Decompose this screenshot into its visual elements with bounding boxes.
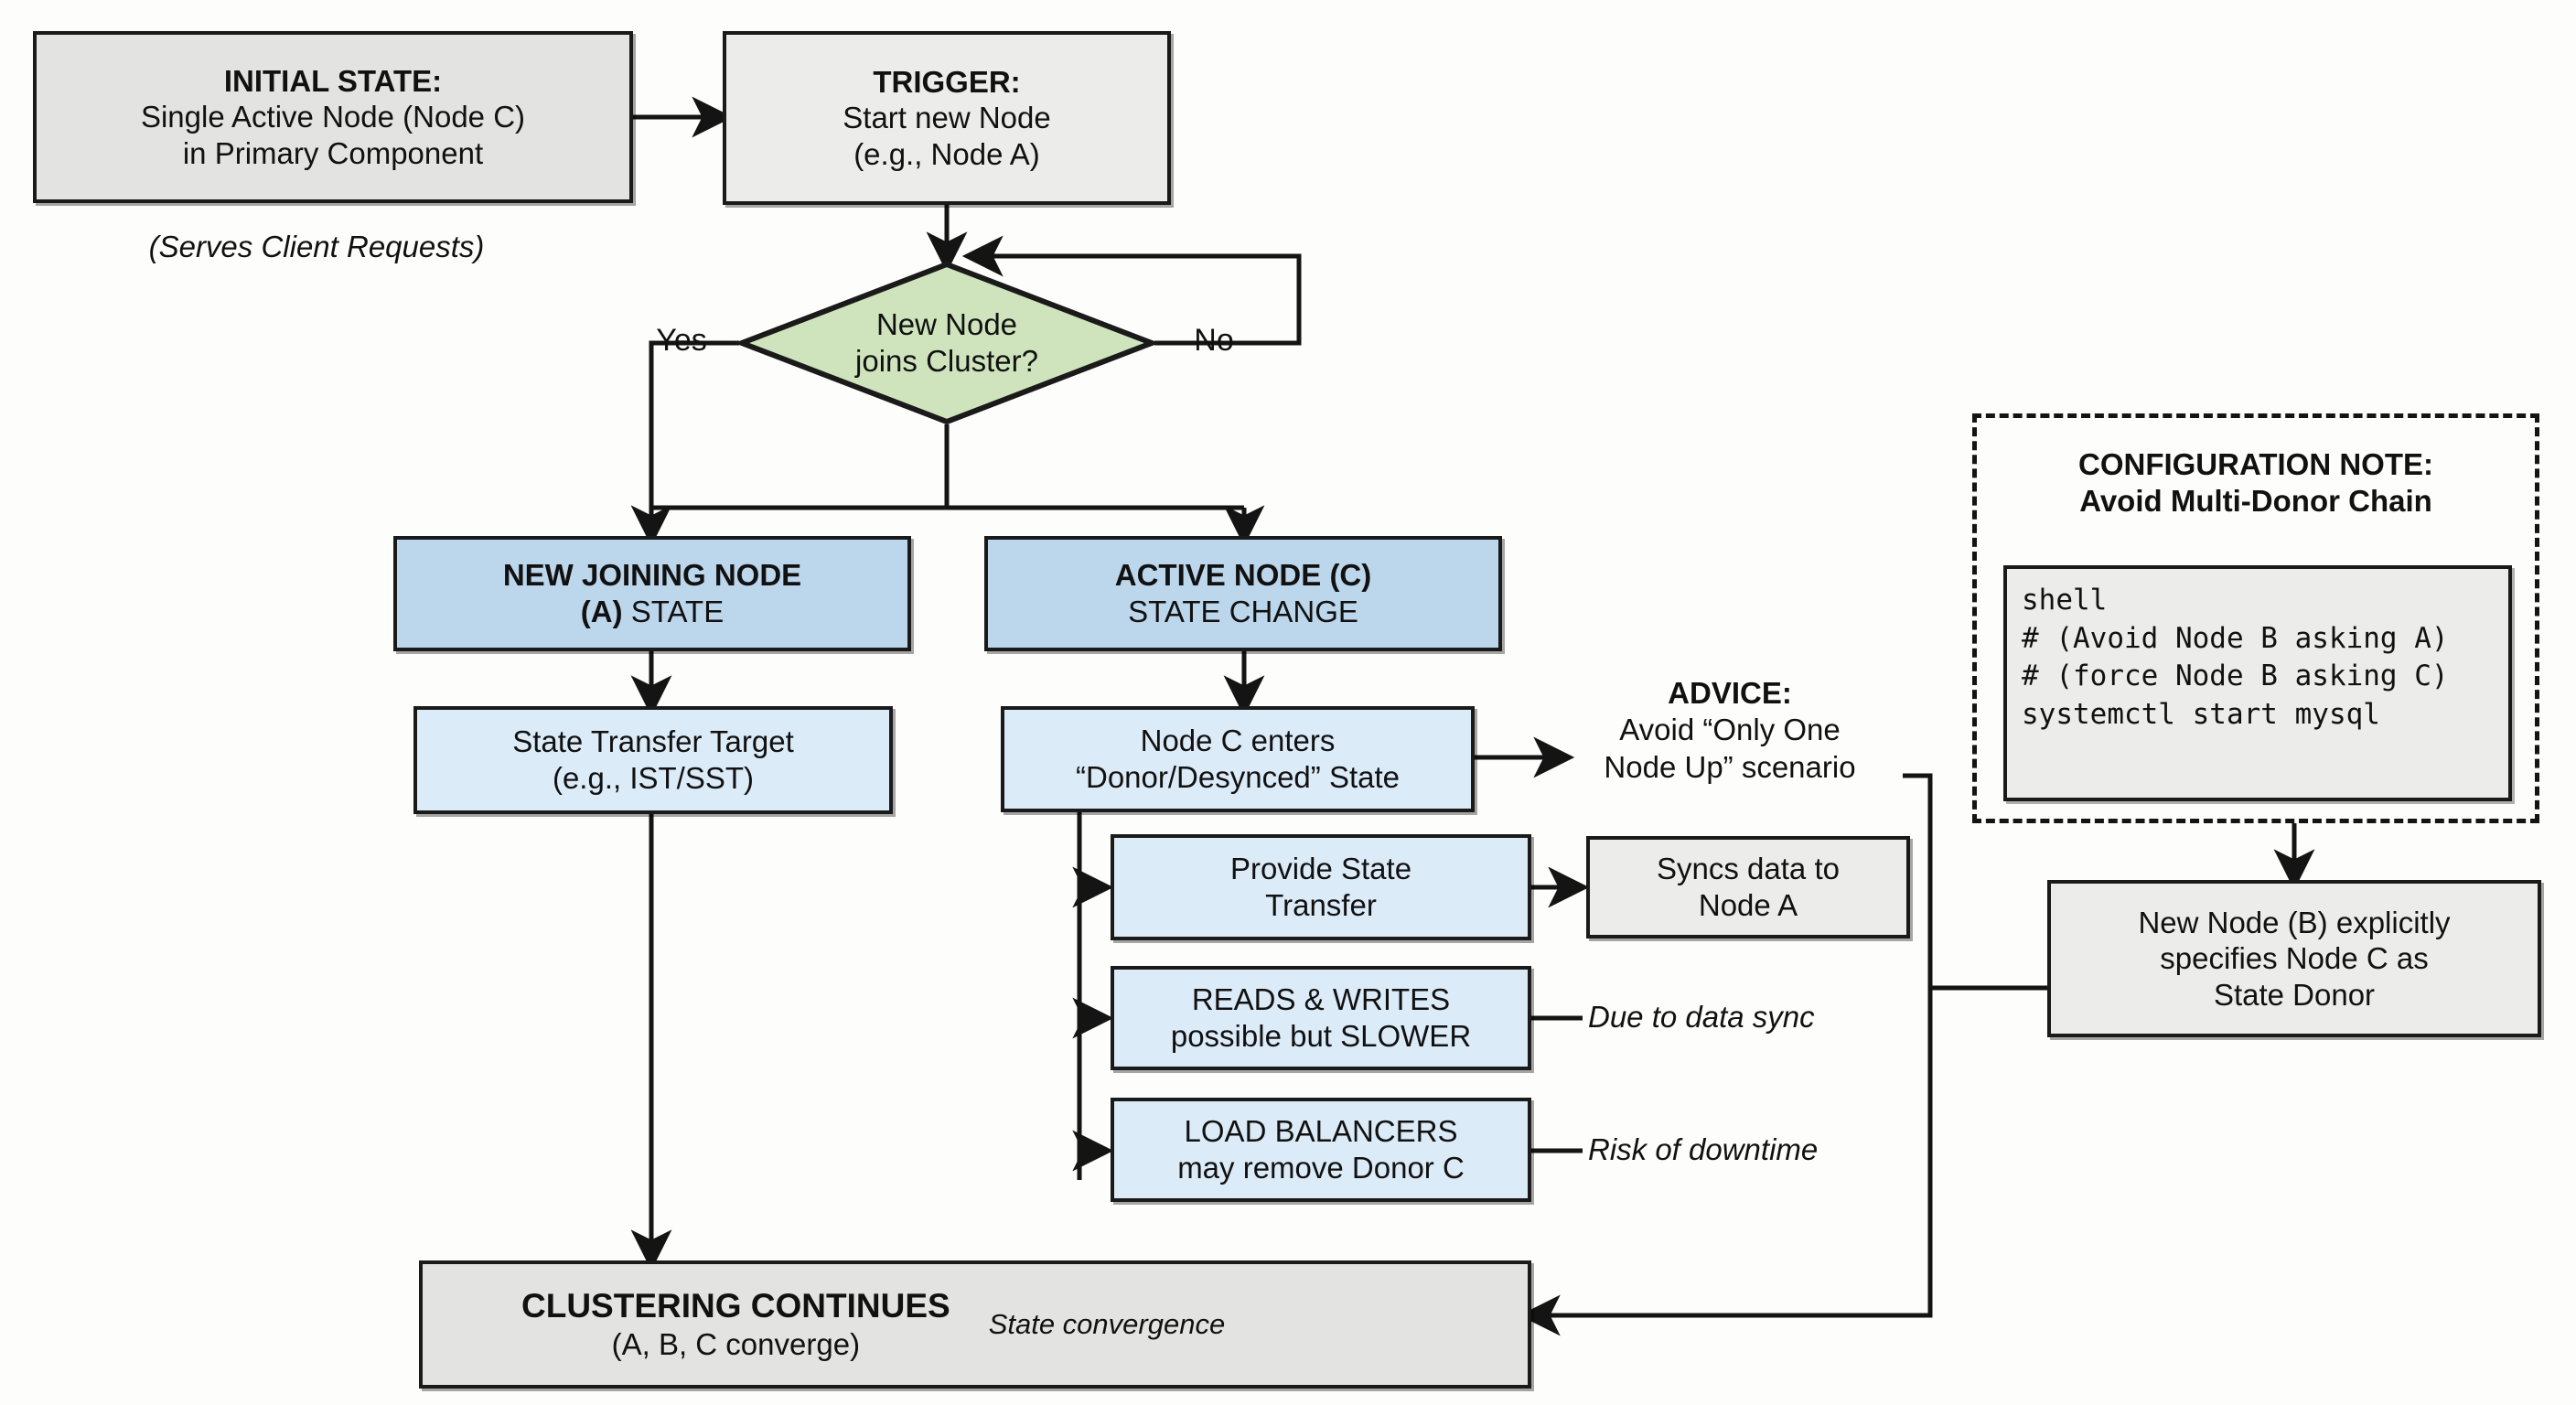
syncs-data-line1: Syncs data to bbox=[1657, 852, 1840, 886]
advice-line2: Avoid “Only One bbox=[1619, 713, 1841, 747]
node-decision-new-node-joins[interactable]: New Node joins Cluster? bbox=[734, 261, 1160, 425]
node-new-joining-node[interactable]: NEW JOINING NODE (A) STATE bbox=[393, 536, 911, 651]
note-risk-of-downtime: Risk of downtime bbox=[1588, 1132, 1819, 1166]
trigger-line2: Start new Node bbox=[843, 101, 1051, 135]
node-new-node-b[interactable]: New Node (B) explicitly specifies Node C… bbox=[2047, 880, 2541, 1037]
reads-writes-line2: possible but SLOWER bbox=[1170, 1019, 1472, 1053]
state-transfer-target-line1: State Transfer Target bbox=[512, 724, 794, 759]
initial-state-line3: in Primary Component bbox=[182, 135, 484, 170]
new-joining-node-line1: NEW JOINING NODE bbox=[502, 558, 802, 593]
decision-line1: New Node bbox=[875, 306, 1018, 341]
serves-client-requests-caption: (Serves Client Requests) bbox=[148, 230, 485, 263]
node-donor-desynced[interactable]: Node C enters “Donor/Desynced” State bbox=[1001, 706, 1475, 812]
syncs-data-line2: Node A bbox=[1698, 888, 1798, 922]
new-node-b-line1: New Node (B) explicitly bbox=[2138, 905, 2451, 939]
advice-title: ADVICE: bbox=[1668, 676, 1792, 710]
clustering-continues-line1: CLUSTERING CONTINUES bbox=[521, 1287, 950, 1325]
advice-line3: Node Up” scenario bbox=[1604, 749, 1856, 784]
load-balancers-line2: may remove Donor C bbox=[1177, 1151, 1465, 1185]
new-node-b-line3: State Donor bbox=[2213, 977, 2376, 1012]
label-no: No bbox=[1194, 323, 1234, 358]
initial-state-title: INITIAL STATE: bbox=[223, 63, 443, 98]
node-clustering-continues[interactable]: CLUSTERING CONTINUES (A, B, C converge) … bbox=[419, 1260, 1531, 1389]
label-yes: Yes bbox=[656, 323, 707, 358]
trigger-title: TRIGGER: bbox=[873, 64, 1021, 99]
donor-desynced-line2: “Donor/Desynced” State bbox=[1076, 760, 1400, 794]
reads-writes-line1: READS & WRITES bbox=[1191, 982, 1451, 1017]
new-joining-node-line2-bold: (A) bbox=[580, 595, 623, 628]
donor-desynced-line1: Node C enters bbox=[1140, 724, 1336, 758]
new-node-b-line2: specifies Node C as bbox=[2160, 941, 2429, 976]
active-node-line1: ACTIVE NODE (C) bbox=[1114, 558, 1372, 593]
node-active-node-c[interactable]: ACTIVE NODE (C) STATE CHANGE bbox=[984, 536, 1502, 651]
edge-yes-down bbox=[649, 340, 739, 526]
config-note-line1: CONFIGURATION NOTE: bbox=[2077, 447, 2434, 481]
node-reads-writes[interactable]: READS & WRITES possible but SLOWER bbox=[1111, 966, 1531, 1070]
decision-line2: joins Cluster? bbox=[855, 344, 1038, 378]
node-initial-state[interactable]: INITIAL STATE: Single Active Node (Node … bbox=[33, 31, 633, 203]
new-joining-node-line2: (A) STATE bbox=[581, 594, 724, 630]
config-note-line2: Avoid Multi-Donor Chain bbox=[2079, 484, 2432, 519]
new-joining-node-line2-rest: STATE bbox=[622, 595, 724, 628]
node-trigger[interactable]: TRIGGER: Start new Node (e.g., Node A) bbox=[723, 31, 1171, 205]
note-due-to-data-sync: Due to data sync bbox=[1588, 1000, 1815, 1034]
provide-state-transfer-line1: Provide State bbox=[1229, 852, 1412, 886]
provide-state-transfer-line2: Transfer bbox=[1265, 888, 1377, 922]
load-balancers-line1: LOAD BALANCERS bbox=[1184, 1114, 1458, 1149]
initial-state-line2: Single Active Node (Node C) bbox=[140, 100, 526, 134]
node-syncs-data-to-node-a[interactable]: Syncs data to Node A bbox=[1586, 836, 1910, 938]
node-load-balancers[interactable]: LOAD BALANCERS may remove Donor C bbox=[1111, 1098, 1531, 1202]
configuration-note-heading: CONFIGURATION NOTE: Avoid Multi-Donor Ch… bbox=[1981, 446, 2530, 520]
advice-block: ADVICE: Avoid “Only One Node Up” scenari… bbox=[1555, 675, 1905, 786]
diamond-shape bbox=[734, 261, 1160, 425]
clustering-continues-side-note: State convergence bbox=[988, 1308, 1226, 1341]
state-transfer-target-line2: (e.g., IST/SST) bbox=[552, 761, 755, 795]
node-state-transfer-target[interactable]: State Transfer Target (e.g., IST/SST) bbox=[413, 706, 893, 814]
configuration-note-code[interactable]: shell # (Avoid Node B asking A) # (force… bbox=[2003, 565, 2512, 801]
trigger-line3: (e.g., Node A) bbox=[853, 136, 1040, 171]
node-provide-state-transfer[interactable]: Provide State Transfer bbox=[1111, 834, 1531, 940]
clustering-continues-line2: (A, B, C converge) bbox=[611, 1327, 861, 1362]
active-node-line2: STATE CHANGE bbox=[1128, 595, 1358, 628]
